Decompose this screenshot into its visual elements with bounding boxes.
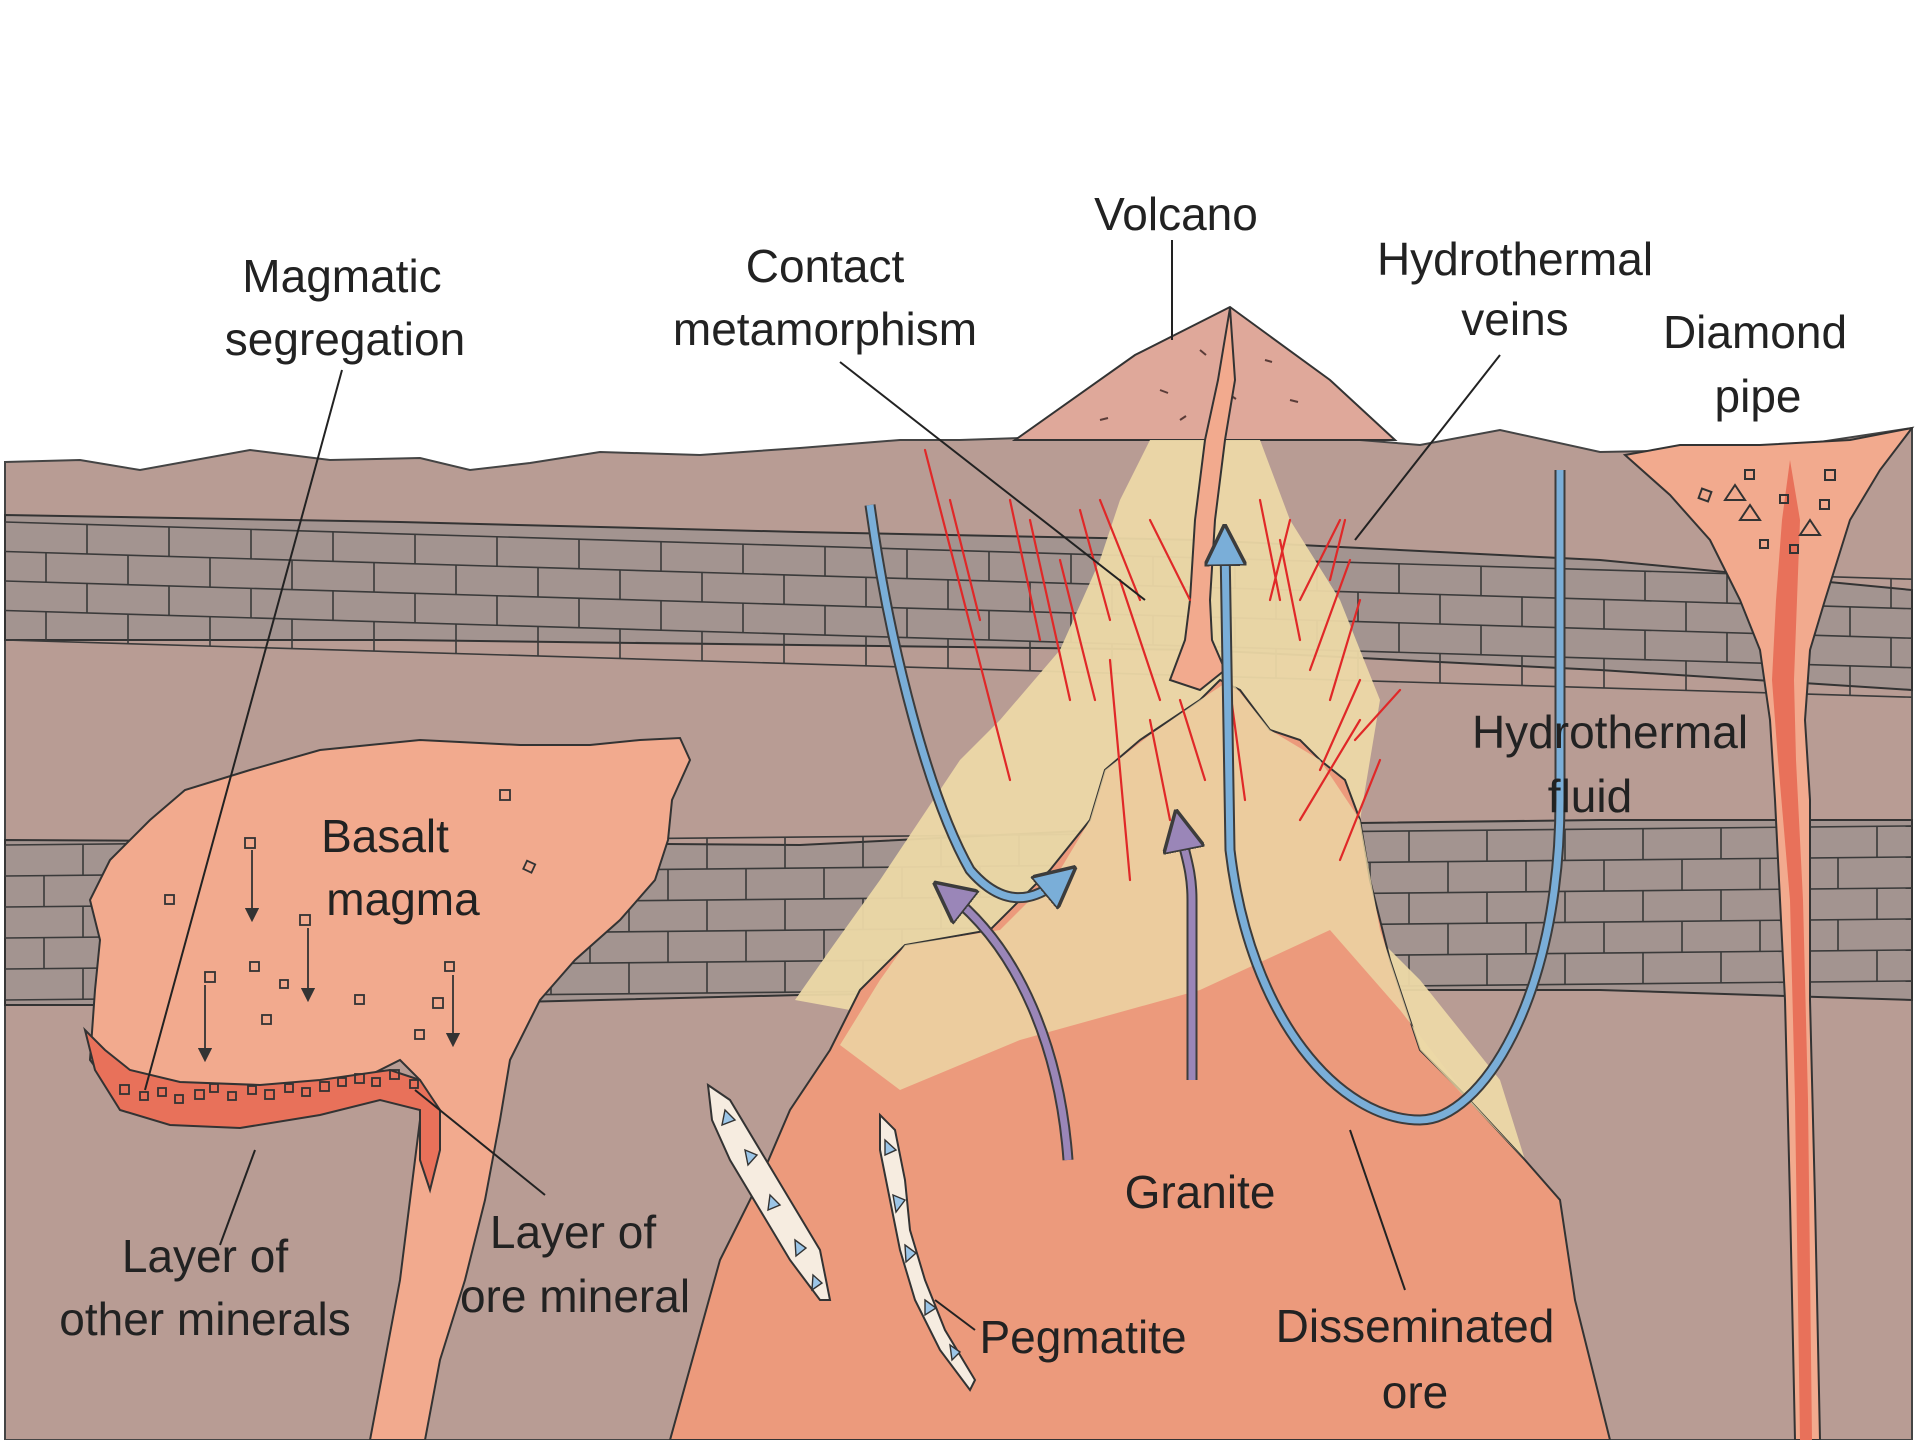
label-magmatic-line1: Magmatic — [242, 250, 441, 302]
label-disseminated-line2: ore — [1382, 1366, 1448, 1418]
label-magmatic-line2: segregation — [225, 313, 465, 365]
label-ore-mineral-line1: Layer of — [490, 1206, 656, 1258]
label-disseminated-line1: Disseminated — [1276, 1300, 1555, 1352]
label-ore-mineral-line2: ore mineral — [460, 1270, 690, 1322]
label-hydro-fluid-line2: fluid — [1548, 770, 1632, 822]
label-hydro-veins-line1: Hydrothermal — [1377, 233, 1653, 285]
label-hydro-fluid-line1: Hydrothermal — [1472, 706, 1748, 758]
label-basalt-line1: Basalt — [321, 810, 449, 862]
label-pegmatite: Pegmatite — [979, 1311, 1186, 1363]
label-contact-line2: metamorphism — [673, 303, 977, 355]
label-diamond-line1: Diamond — [1663, 306, 1847, 358]
label-diamond-line2: pipe — [1715, 370, 1802, 422]
label-hydro-veins-line2: veins — [1461, 293, 1568, 345]
label-other-minerals-line1: Layer of — [122, 1230, 288, 1282]
label-other-minerals-line2: other minerals — [59, 1293, 350, 1345]
label-basalt-line2: magma — [326, 873, 480, 925]
volcano-cone — [1015, 307, 1395, 440]
label-contact-line1: Contact — [746, 240, 905, 292]
label-granite: Granite — [1125, 1166, 1276, 1218]
label-volcano: Volcano — [1094, 188, 1258, 240]
